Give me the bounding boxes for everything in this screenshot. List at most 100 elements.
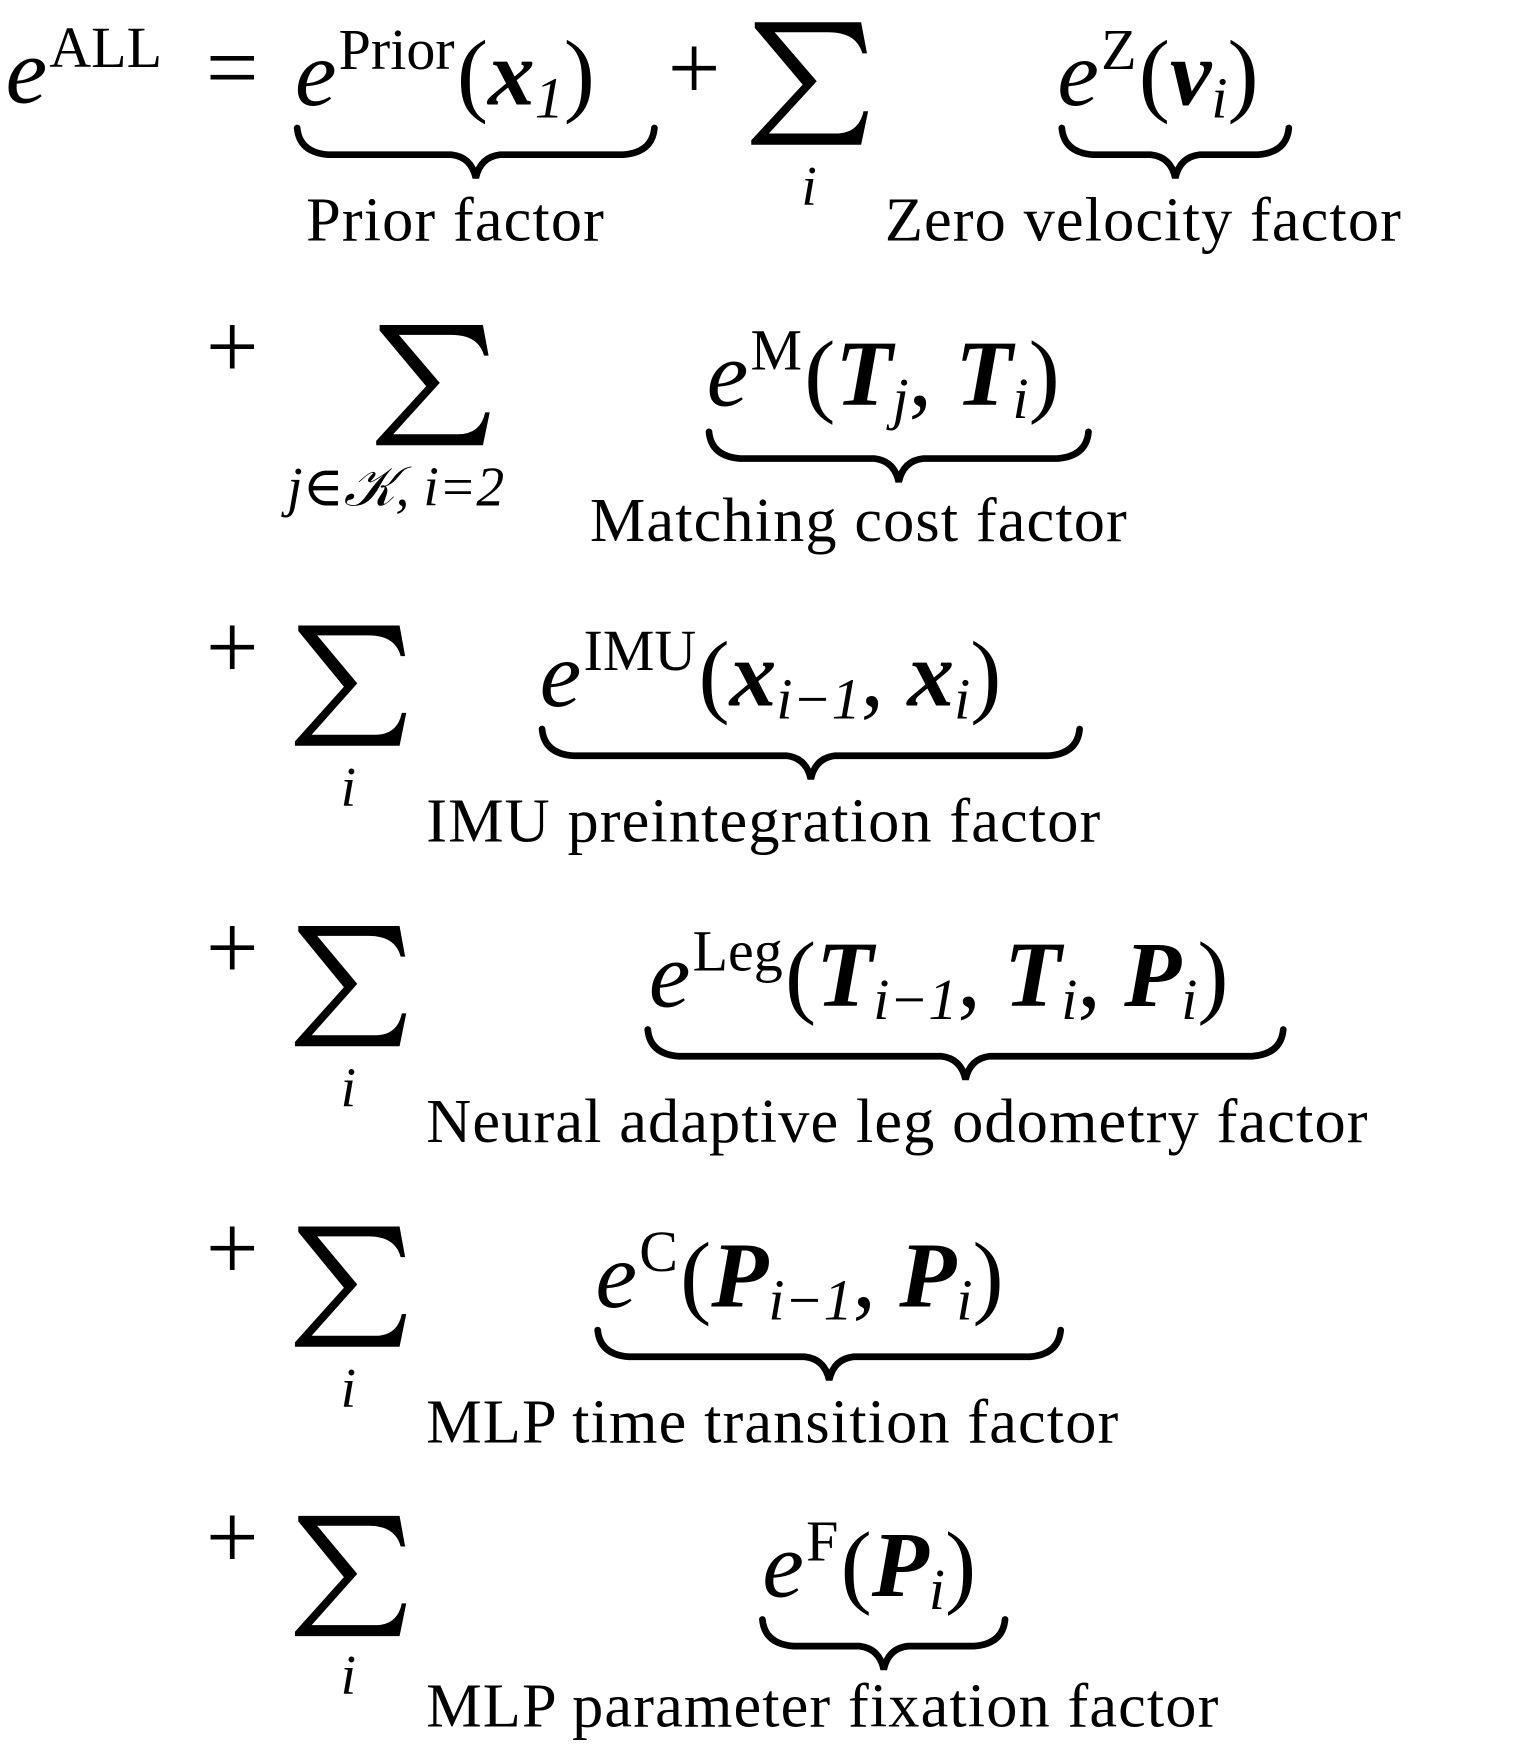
factor-symbol: e [294, 22, 337, 127]
factor-superscript: Leg [692, 920, 783, 984]
argument-symbol: v [1169, 22, 1212, 127]
factor-expression: eMTjTi [706, 322, 1060, 430]
factor-expression: eLegTi−1TiPi [648, 923, 1229, 1031]
plus-sign: + [205, 1196, 259, 1300]
argument-subscript: i−1 [873, 969, 958, 1033]
argument-subscript: 1 [534, 67, 564, 132]
factor-label: Matching cost factor [589, 486, 1128, 556]
factor-label: Prior factor [306, 185, 606, 255]
argument-symbol: P [711, 1224, 769, 1329]
underbrace [705, 428, 1092, 483]
factor-superscript: C [639, 1220, 678, 1285]
lhs-superscript: ALL [49, 16, 162, 81]
factor-superscript: M [750, 319, 803, 383]
argument-symbol: x [487, 22, 535, 127]
argument-subscript: i [1061, 969, 1078, 1033]
argument-subscript: i [1211, 67, 1228, 132]
factor-superscript: IMU [583, 619, 697, 684]
summation-index: i [340, 1056, 357, 1119]
factor-superscript: Z [1101, 18, 1137, 83]
plus-sign: + [205, 595, 259, 699]
summation-icon [376, 324, 490, 446]
factor-label: Neural adaptive leg odometry factor [426, 1087, 1369, 1157]
factor-arguments: Pi−1Pi [678, 1224, 1004, 1331]
factor-argument: vi [1169, 22, 1228, 129]
factor-symbol: e [762, 1513, 804, 1618]
summation-index: i [340, 1643, 357, 1707]
factor-argument: Tj [835, 323, 908, 429]
factor-arguments: vi [1136, 22, 1258, 129]
factor-arguments: x1 [455, 22, 595, 129]
factor-argument: Ti [957, 924, 1077, 1030]
factor-argument: Pi [853, 1224, 973, 1331]
argument-subscript: i [956, 1269, 973, 1334]
factor-symbol: e [1057, 22, 1099, 127]
factor-argument: x1 [487, 22, 564, 129]
argument-subscript: i [928, 1559, 945, 1623]
factor-symbol: e [648, 924, 691, 1028]
summation-icon [294, 1226, 407, 1347]
summation-index: i [340, 1356, 357, 1420]
plus-sign: + [205, 1485, 259, 1590]
summation-icon [751, 22, 869, 145]
underbrace [293, 124, 658, 179]
plus-sign: + [205, 294, 259, 399]
factor-argument: Pi−1 [711, 1224, 852, 1331]
summation-icon [294, 625, 407, 746]
argument-symbol: T [955, 323, 1013, 427]
argument-subscript: i [954, 668, 971, 733]
argument-subscript: j [892, 368, 909, 432]
argument-symbol: P [899, 1224, 957, 1329]
factor-label: MLP time transition factor [426, 1387, 1120, 1457]
factor-label: MLP parameter fixation factor [426, 1671, 1220, 1741]
factor-expression: eZvi [1057, 22, 1258, 129]
summation-index: j∈𝒦, i=2 [287, 455, 505, 518]
argument-symbol: x [907, 623, 955, 728]
factor-expression: ePriorx1 [295, 22, 595, 129]
equals-sign: = [205, 16, 259, 121]
argument-symbol: T [816, 924, 874, 1028]
underbrace [1058, 124, 1293, 179]
plus-sign: + [667, 16, 721, 121]
factor-label: IMU preintegration factor [426, 786, 1102, 856]
factor-symbol: e [706, 323, 749, 427]
lhs-symbol: e [5, 20, 48, 124]
factor-argument: xi−1 [729, 623, 861, 730]
factor-expression: eCPi−1Pi [595, 1224, 1003, 1331]
factor-label: Zero velocity factor [884, 185, 1403, 255]
argument-subscript: i−1 [768, 1269, 853, 1334]
summation-icon [294, 926, 407, 1047]
factor-arguments: TjTi [802, 323, 1060, 429]
argument-symbol: T [1004, 924, 1062, 1028]
factor-argument: Pi [1077, 924, 1197, 1030]
plus-sign: + [205, 895, 259, 1000]
argument-subscript: i [1181, 969, 1198, 1033]
summation-index: i [801, 154, 817, 218]
factor-superscript: Prior [338, 18, 455, 83]
argument-symbol: T [835, 323, 893, 427]
argument-subscript: i−1 [776, 668, 861, 733]
lhs-term: eALL [6, 16, 162, 119]
factor-arguments: xi−1xi [696, 623, 1001, 730]
argument-symbol: P [871, 1513, 929, 1618]
argument-symbol: x [729, 623, 777, 728]
factor-argument: Ti−1 [816, 924, 957, 1030]
factor-expression: eIMUxi−1xi [540, 623, 1002, 730]
argument-symbol: P [1124, 924, 1182, 1028]
factor-argument: Ti [909, 323, 1029, 429]
factor-superscript: F [806, 1510, 839, 1574]
underbrace [594, 1326, 1065, 1381]
factor-argument: xi [861, 623, 971, 730]
factor-arguments: Ti−1TiPi [783, 924, 1229, 1030]
argument-subscript: i [1012, 368, 1029, 432]
factor-arguments: Pi [838, 1513, 976, 1620]
summation-icon [294, 1515, 407, 1637]
factor-expression: eFPi [762, 1513, 976, 1621]
factor-symbol: e [539, 623, 582, 728]
underbrace [644, 1026, 1287, 1081]
factor-symbol: e [595, 1224, 637, 1329]
underbrace [759, 1616, 1009, 1671]
summation-index: i [340, 755, 357, 819]
underbrace [538, 725, 1083, 780]
